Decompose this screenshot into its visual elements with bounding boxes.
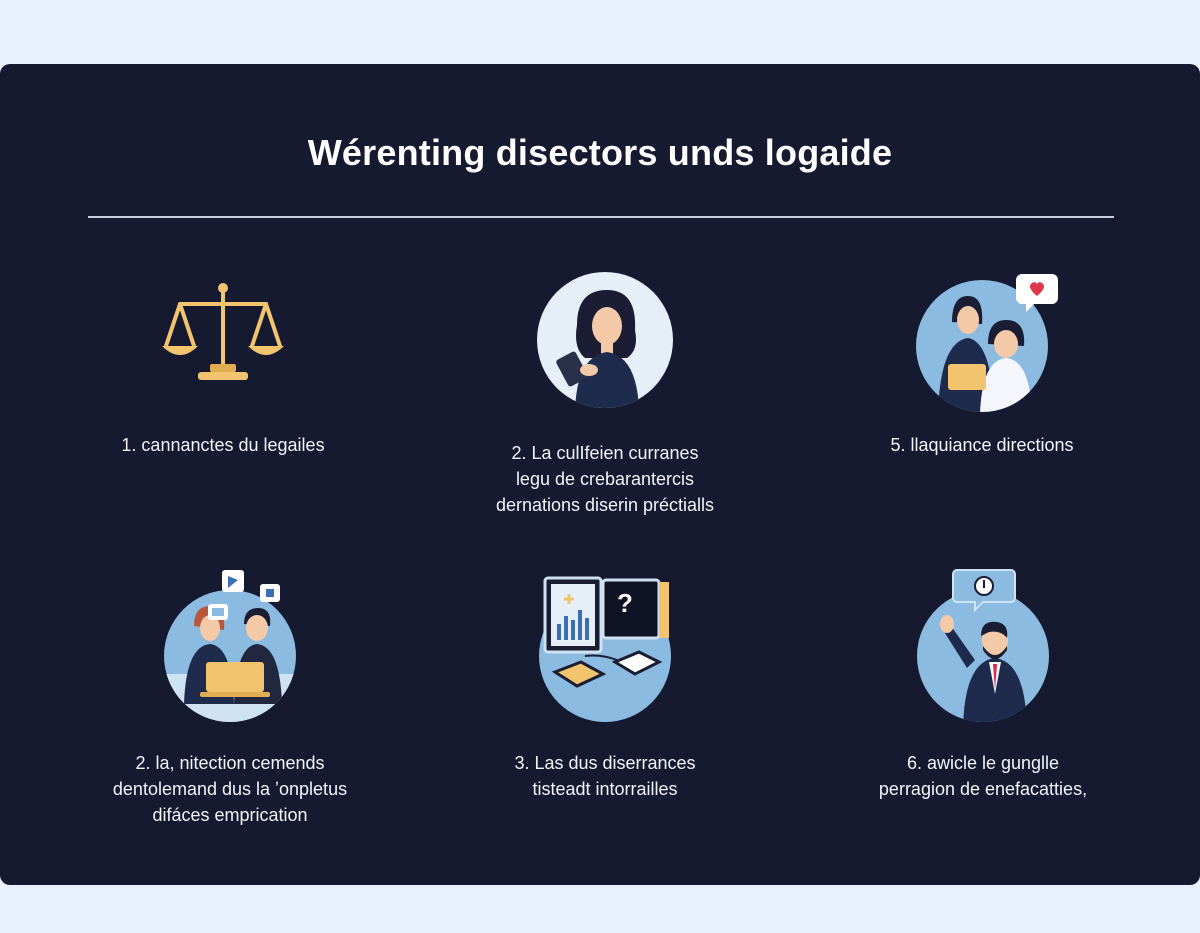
item-label-5: 3. Las dus diserrances tisteadt intorrai… bbox=[514, 753, 696, 799]
content-panel: Wérenting disectors unds logaide 1. cann… bbox=[0, 64, 1200, 885]
team-at-laptop-icon bbox=[164, 570, 296, 722]
presenter-man-icon bbox=[917, 569, 1049, 722]
item-label-1: 1. cannanctes du legailes bbox=[121, 435, 325, 455]
page-title: Wérenting disectors unds logaide bbox=[307, 132, 893, 173]
item-label-4: 2. la, nitection cemends dentolemand dus… bbox=[112, 753, 348, 825]
item-label-3: 5. llaquiance directions bbox=[890, 435, 1074, 455]
data-screens-icon: ? bbox=[539, 576, 671, 722]
support-people-heart-icon bbox=[916, 274, 1058, 412]
item-label-6: 6. awicle le gunglle perragion de enefac… bbox=[878, 753, 1088, 799]
svg-text:?: ? bbox=[617, 588, 633, 618]
item-label-2: 2. La culIfeien curranes legu de crebara… bbox=[495, 443, 715, 515]
woman-with-tablet-icon bbox=[537, 272, 673, 408]
scales-of-justice-icon bbox=[162, 283, 284, 380]
title-divider bbox=[88, 216, 1114, 218]
